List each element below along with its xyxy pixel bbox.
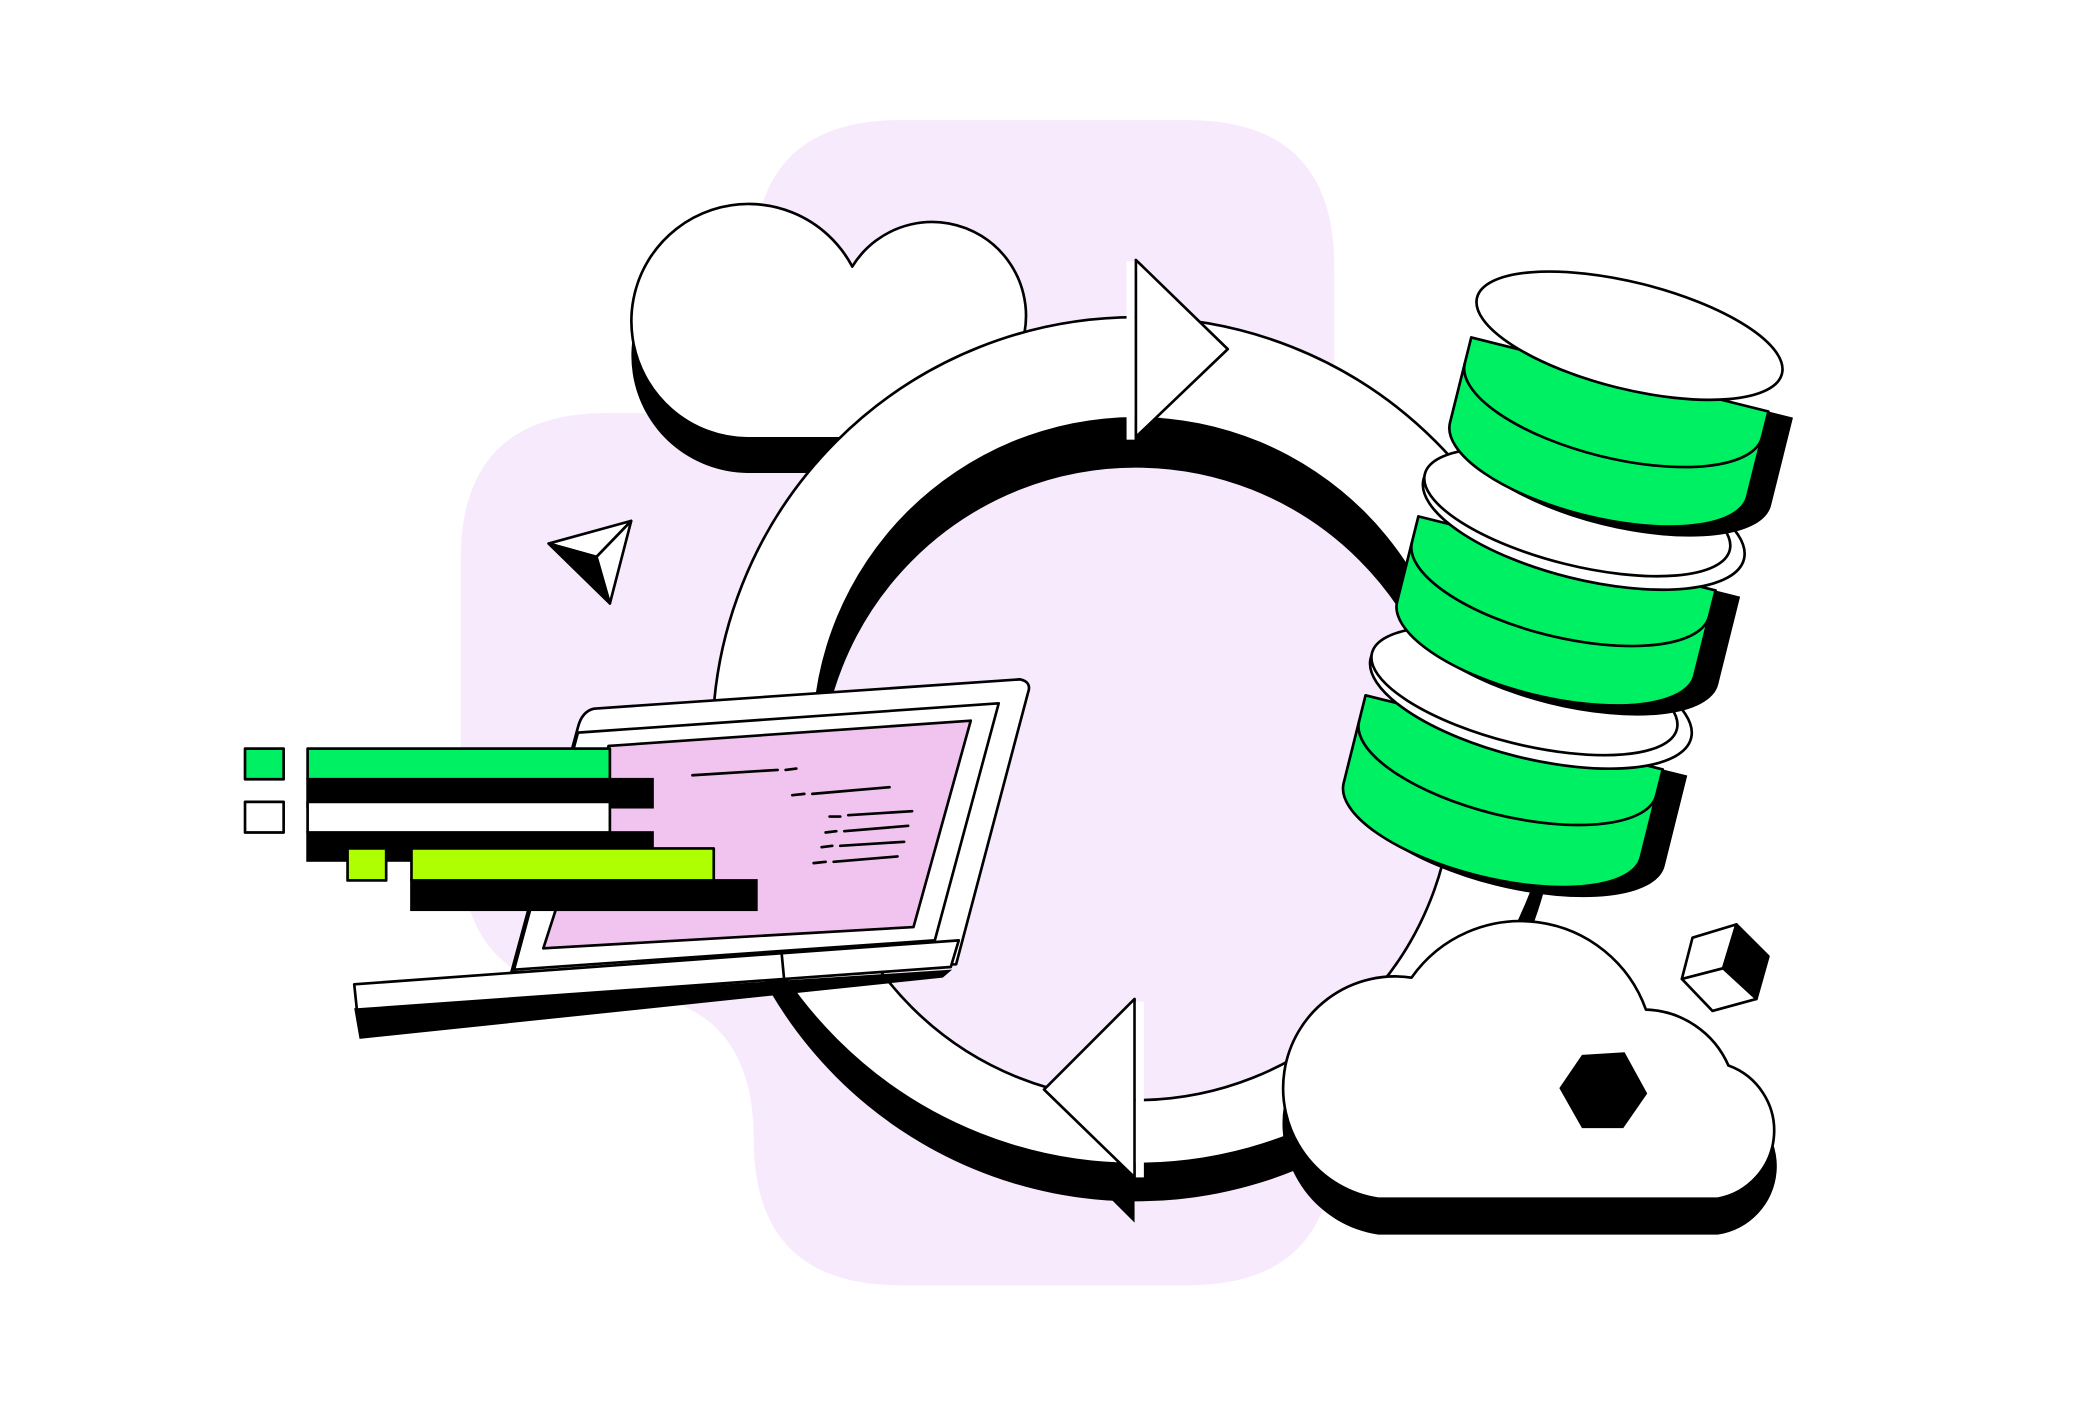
cloud-icon (1281, 919, 1777, 1235)
paper-plane-icon (547, 519, 633, 605)
cube-icon (1680, 923, 1770, 1013)
hexagon-icon (1559, 1052, 1648, 1129)
database-icon (1341, 270, 1793, 898)
database-disk (1448, 270, 1793, 537)
progress-bars-icon (243, 747, 758, 912)
